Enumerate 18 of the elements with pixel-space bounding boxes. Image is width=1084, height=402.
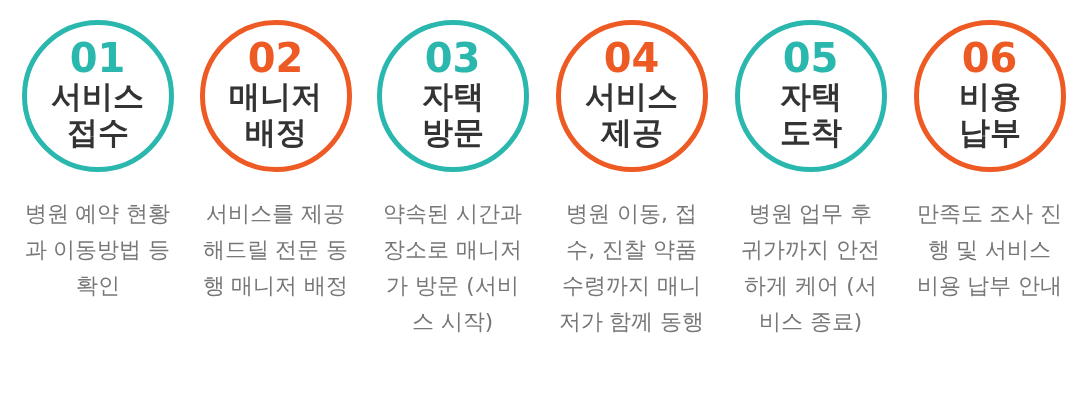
step-description: 병원 업무 후 귀가까지 안전하게 케어 (서비스 종료) [740, 200, 881, 336]
step-title: 서비스 접수 [50, 78, 145, 150]
step-description: 병원 예약 현황과 이동방법 등 확인 [23, 200, 172, 300]
step-description: 병원 이동, 접수, 진찰 약품수령까지 매니저가 함께 동행 [557, 200, 706, 336]
step-number: 02 [247, 38, 304, 78]
step-title: 비용 납부 [957, 78, 1022, 150]
step-number: 06 [961, 38, 1018, 78]
step-title: 자택 도착 [778, 78, 843, 150]
step-title: 서비스 제공 [584, 78, 679, 150]
step-description: 서비스를 제공해드릴 전문 동행 매니저 배정 [201, 200, 350, 300]
step-number: 01 [69, 38, 126, 78]
step-number: 04 [603, 38, 660, 78]
step-number: 03 [424, 38, 481, 78]
step-title: 자택 방문 [420, 78, 485, 150]
step-number: 05 [782, 38, 839, 78]
step-title: 매니저 배정 [228, 78, 323, 150]
step-description: 만족도 조사 진행 및 서비스 비용 납부 안내 [915, 200, 1064, 300]
step-description: 약속된 시간과 장소로 매니저가 방문 (서비스 시작) [382, 200, 523, 336]
